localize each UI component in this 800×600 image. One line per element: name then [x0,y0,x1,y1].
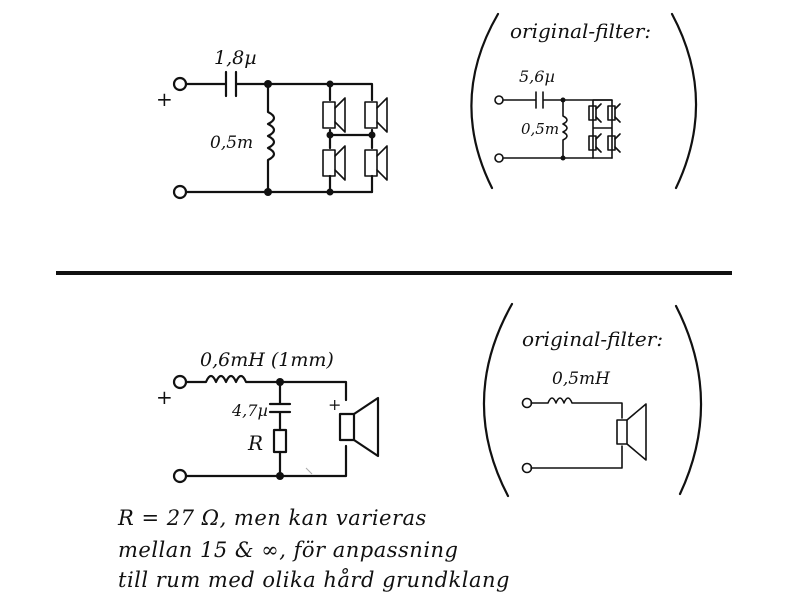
bottom-original-right-paren [674,304,703,496]
bottom-original-terminal-negative [521,462,533,474]
top-inductor-label: 0,5m [210,133,253,153]
bottom-original-filter: original-filter: 0,5mH [482,302,703,498]
bottom-original-speaker [616,403,647,461]
bottom-original-left-paren [482,302,514,498]
bottom-shunt-capacitor [268,380,292,432]
top-original-inductor [562,99,568,159]
top-original-inductor-label: 0,5m [521,120,559,138]
bottom-plus-sign: + [156,385,173,409]
bottom-input-terminal-positive [172,374,188,390]
bottom-main-circuit: + 0,6mH (1mm) 4,7µ R + [156,349,380,484]
top-main-circuit: + 1,8µ 0,5m [156,47,388,200]
top-capacitor-label: 1,8µ [214,47,257,69]
top-tweeter-4 [364,145,388,181]
top-original-capacitor [502,91,613,109]
top-original-tweeter-group [588,103,621,153]
top-input-terminal-negative [172,184,188,200]
top-bridge-node-3 [368,131,376,139]
pencil-smudge [305,467,313,475]
top-original-left-paren [470,12,500,190]
bottom-speaker-polarity: + [328,395,341,414]
top-original-filter: original-filter: 5,6µ 0,5m [470,12,698,190]
top-tweeter-3 [322,145,346,181]
top-original-filter-title: original-filter: [510,19,651,43]
bottom-series-inductor [184,374,348,402]
top-original-right-paren [670,12,698,190]
bottom-resistor-label: R [247,431,263,455]
note-line-2: mellan 15 & ∞, för anpassning [118,538,459,562]
top-tweeter-2 [364,97,388,133]
top-bridge-node-2 [326,131,334,139]
top-original-capacitor-label: 5,6µ [519,67,555,86]
bottom-original-inductor [530,397,623,419]
bottom-shunt-resistor [272,428,288,454]
top-original-bridge-wiring [592,99,613,159]
bottom-original-inductor-label: 0,5mH [552,369,611,389]
bottom-input-terminal-negative [172,468,188,484]
top-original-terminal-positive [494,95,504,105]
top-bridge-node-4 [326,188,334,196]
top-original-junction-2 [560,155,566,161]
note-line-3: till rum med olika hård grundklang [118,568,510,592]
top-shunt-inductor [266,82,276,194]
top-tweeter-1 [322,97,346,133]
bottom-capacitor-label: 4,7µ [231,401,268,420]
top-original-junction-1 [560,97,566,103]
bottom-inductor-label: 0,6mH (1mm) [200,349,334,371]
bottom-original-filter-title: original-filter: [522,327,663,351]
top-junction-1 [264,80,272,88]
note-line-1: R = 27 Ω, men kan varieras [118,506,427,530]
bottom-speaker [338,396,380,458]
top-plus-sign: + [156,87,173,111]
top-driver-bridge-wiring [328,82,374,194]
top-bridge-node-1 [326,80,334,88]
bottom-original-return-wire [530,445,623,469]
top-original-terminal-negative [494,153,504,163]
top-input-terminal-positive [172,76,188,92]
top-junction-2 [264,188,272,196]
top-series-capacitor [184,70,332,98]
bottom-original-terminal-positive [521,397,533,409]
bottom-return-wire [184,444,348,478]
